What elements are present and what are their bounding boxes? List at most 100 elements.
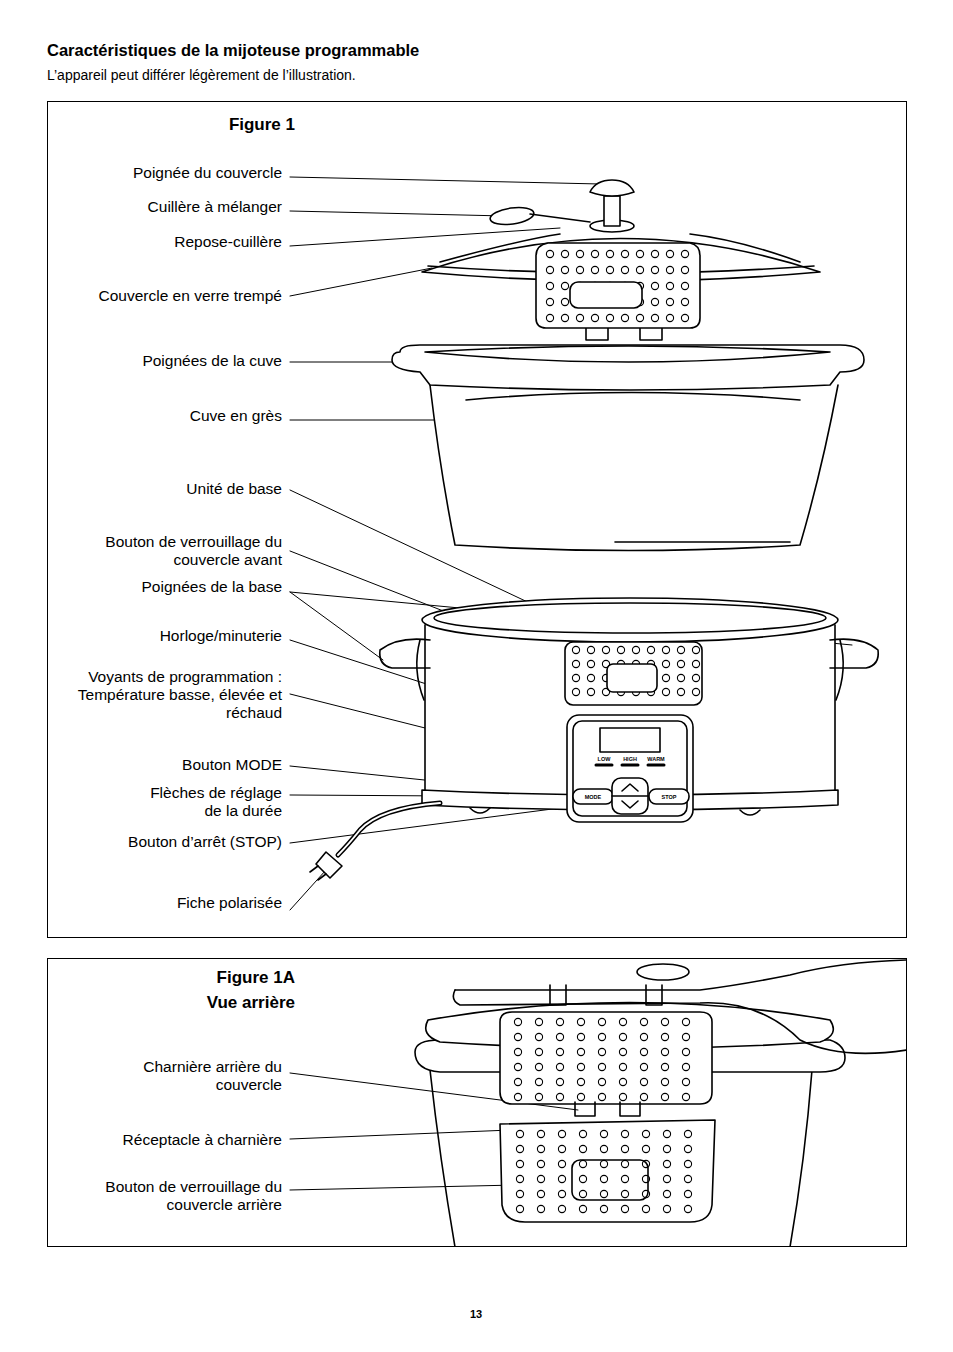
dot [692, 660, 699, 667]
dot [606, 266, 613, 273]
dot [666, 250, 673, 257]
figure-heading: Figure 1 [175, 112, 295, 137]
dot [619, 1033, 626, 1040]
dot [514, 1078, 521, 1085]
dot [617, 646, 624, 653]
dot [681, 282, 688, 289]
dot [598, 1048, 605, 1055]
dot [640, 1018, 647, 1025]
part-label: Unité de base [32, 480, 282, 498]
dot-pattern [516, 1130, 691, 1212]
dot [663, 1175, 670, 1182]
dot [535, 1063, 542, 1070]
dot [684, 1190, 691, 1197]
dot [651, 282, 658, 289]
dot [556, 1063, 563, 1070]
dot [577, 1063, 584, 1070]
dot [587, 660, 594, 667]
dot [546, 298, 553, 305]
dot [621, 1145, 628, 1152]
dot [684, 1130, 691, 1137]
dot [558, 1160, 565, 1167]
back-view [415, 960, 906, 1246]
dot [621, 1175, 628, 1182]
dot [681, 250, 688, 257]
dot [651, 250, 658, 257]
dot [514, 1048, 521, 1055]
dot [579, 1205, 586, 1212]
dot [692, 674, 699, 681]
dot [642, 1145, 649, 1152]
dot [514, 1063, 521, 1070]
dot [619, 1078, 626, 1085]
part-label: Couvercle en verre trempé [32, 287, 282, 305]
dot [556, 1033, 563, 1040]
dot [640, 1063, 647, 1070]
dot [636, 250, 643, 257]
dot [621, 266, 628, 273]
dot [619, 1093, 626, 1100]
dot [642, 1205, 649, 1212]
dot [677, 688, 684, 695]
dot [546, 266, 553, 273]
dot [621, 1190, 628, 1197]
dot [602, 646, 609, 653]
dot [598, 1063, 605, 1070]
note: L’appareil peut différer légèrement de l… [47, 66, 547, 84]
part-label: Cuve en grès [32, 407, 282, 425]
dot [621, 314, 628, 321]
dot [640, 1033, 647, 1040]
dot [642, 1130, 649, 1137]
page-title: Caractéristiques de la mijoteuse program… [47, 41, 419, 59]
dot [514, 1033, 521, 1040]
dot [558, 1175, 565, 1182]
dot [546, 314, 553, 321]
dot [681, 314, 688, 321]
dot [576, 266, 583, 273]
dot [535, 1078, 542, 1085]
dot [516, 1130, 523, 1137]
dot [606, 250, 613, 257]
dot [600, 1205, 607, 1212]
dot [600, 1160, 607, 1167]
panel-marking: STOP [651, 793, 687, 801]
dot [662, 646, 669, 653]
dot [577, 1033, 584, 1040]
dot [682, 1078, 689, 1085]
dot [600, 1175, 607, 1182]
dot [579, 1160, 586, 1167]
dot [684, 1145, 691, 1152]
dot [621, 250, 628, 257]
dot [661, 1033, 668, 1040]
dot [651, 266, 658, 273]
dot [587, 646, 594, 653]
dot [682, 1048, 689, 1055]
dot [587, 688, 594, 695]
dot [591, 266, 598, 273]
dot [666, 314, 673, 321]
panel-marking: WARM [644, 755, 668, 763]
dot [535, 1093, 542, 1100]
dot [682, 1018, 689, 1025]
dot [561, 298, 568, 305]
dot [537, 1130, 544, 1137]
part-label: Fiche polarisée [32, 894, 282, 912]
dot [572, 688, 579, 695]
dot [663, 1160, 670, 1167]
dot [577, 1078, 584, 1085]
dot [516, 1175, 523, 1182]
part-label: Poignées de la base [32, 578, 282, 596]
panel-marking: LOW [592, 755, 616, 763]
dot [556, 1048, 563, 1055]
dot [558, 1145, 565, 1152]
dot [684, 1160, 691, 1167]
dot [662, 660, 669, 667]
dot [556, 1018, 563, 1025]
dot [587, 674, 594, 681]
dot [572, 674, 579, 681]
panel-marking: MODE [575, 793, 611, 801]
dot [663, 1205, 670, 1212]
dot [516, 1205, 523, 1212]
dot [598, 1018, 605, 1025]
stoneware-crock [392, 345, 864, 551]
